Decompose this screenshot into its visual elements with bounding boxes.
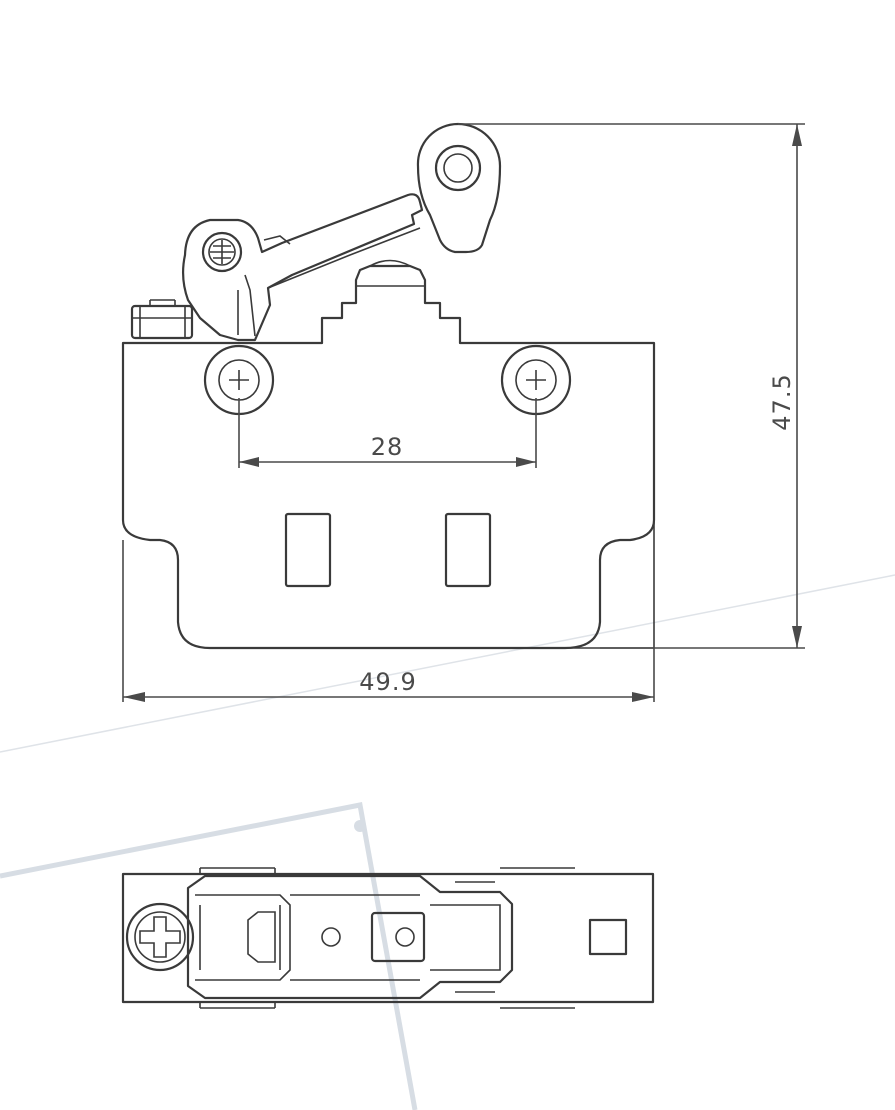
hole-spacing-label: 28 xyxy=(371,433,404,461)
dimension-height: 47.5 xyxy=(458,123,805,649)
pivot-screw-icon xyxy=(201,231,243,273)
roller-lever xyxy=(181,193,424,342)
front-view: 28 49.9 47.5 xyxy=(121,122,805,702)
width-label: 49.9 xyxy=(359,668,416,696)
top-view-square-slot xyxy=(588,918,628,956)
roller xyxy=(416,122,502,254)
top-view-body xyxy=(121,872,655,1004)
left-terminal xyxy=(130,299,194,340)
top-view xyxy=(121,867,655,1009)
terminal-slot-right xyxy=(444,512,492,588)
top-screw-icon xyxy=(125,902,195,972)
terminal-slot-left xyxy=(284,512,332,588)
dimension-width: 49.9 xyxy=(122,540,655,702)
switch-body xyxy=(121,264,656,650)
dimension-hole-spacing: 28 xyxy=(238,398,537,468)
height-label: 47.5 xyxy=(768,373,796,430)
background-watermark-lines xyxy=(0,574,895,1110)
